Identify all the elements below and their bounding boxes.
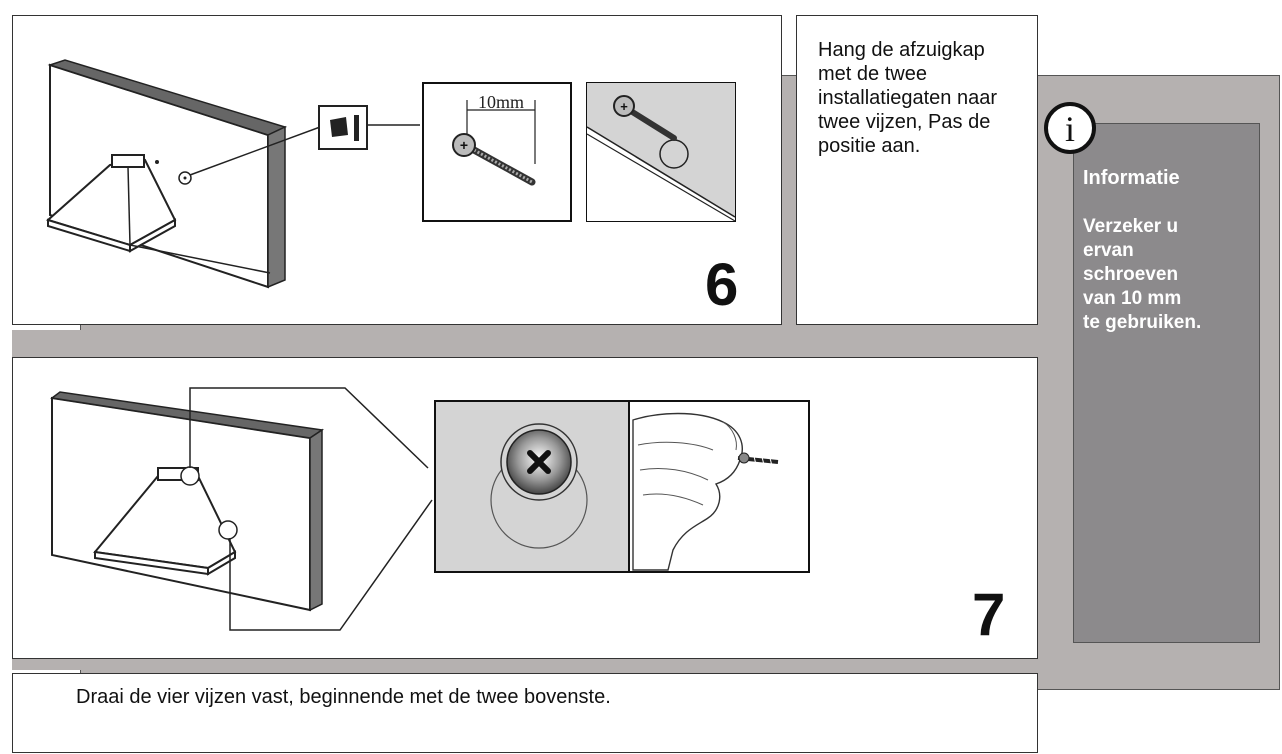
screw-hole-illustration: + bbox=[586, 83, 736, 222]
info-title: Informatie bbox=[1083, 167, 1180, 189]
step6-instruction: Hang de afzuigkap met de twee installati… bbox=[818, 39, 998, 157]
svg-text:+: + bbox=[620, 99, 628, 114]
arrow-connector bbox=[368, 124, 420, 126]
step7-wall-illustration bbox=[50, 387, 433, 631]
svg-text:+: + bbox=[460, 137, 468, 153]
info-panel bbox=[1073, 123, 1260, 643]
step6-text-panel bbox=[796, 15, 1038, 325]
keyhole-screw-illustration bbox=[490, 423, 588, 549]
info-body: Verzeker u ervan schroeven van 10 mm te … bbox=[1083, 216, 1202, 333]
step7-number: 7 bbox=[972, 581, 1006, 648]
screw-detail-panel bbox=[422, 82, 572, 222]
step6-number: 6 bbox=[705, 251, 739, 318]
screw-measure-illustration: 10mm + bbox=[452, 92, 536, 186]
info-icon-glyph: i bbox=[1065, 109, 1075, 149]
drill-icon bbox=[318, 105, 368, 150]
hand-screwing-illustration bbox=[632, 412, 779, 571]
step6-wall-illustration bbox=[46, 59, 321, 289]
footer-instruction-panel bbox=[12, 673, 1038, 753]
information-icon: i bbox=[1044, 102, 1096, 154]
footer-instruction: Draai de vier vijzen vast, beginnende me… bbox=[76, 686, 611, 708]
measure-label: 10mm bbox=[478, 92, 524, 112]
